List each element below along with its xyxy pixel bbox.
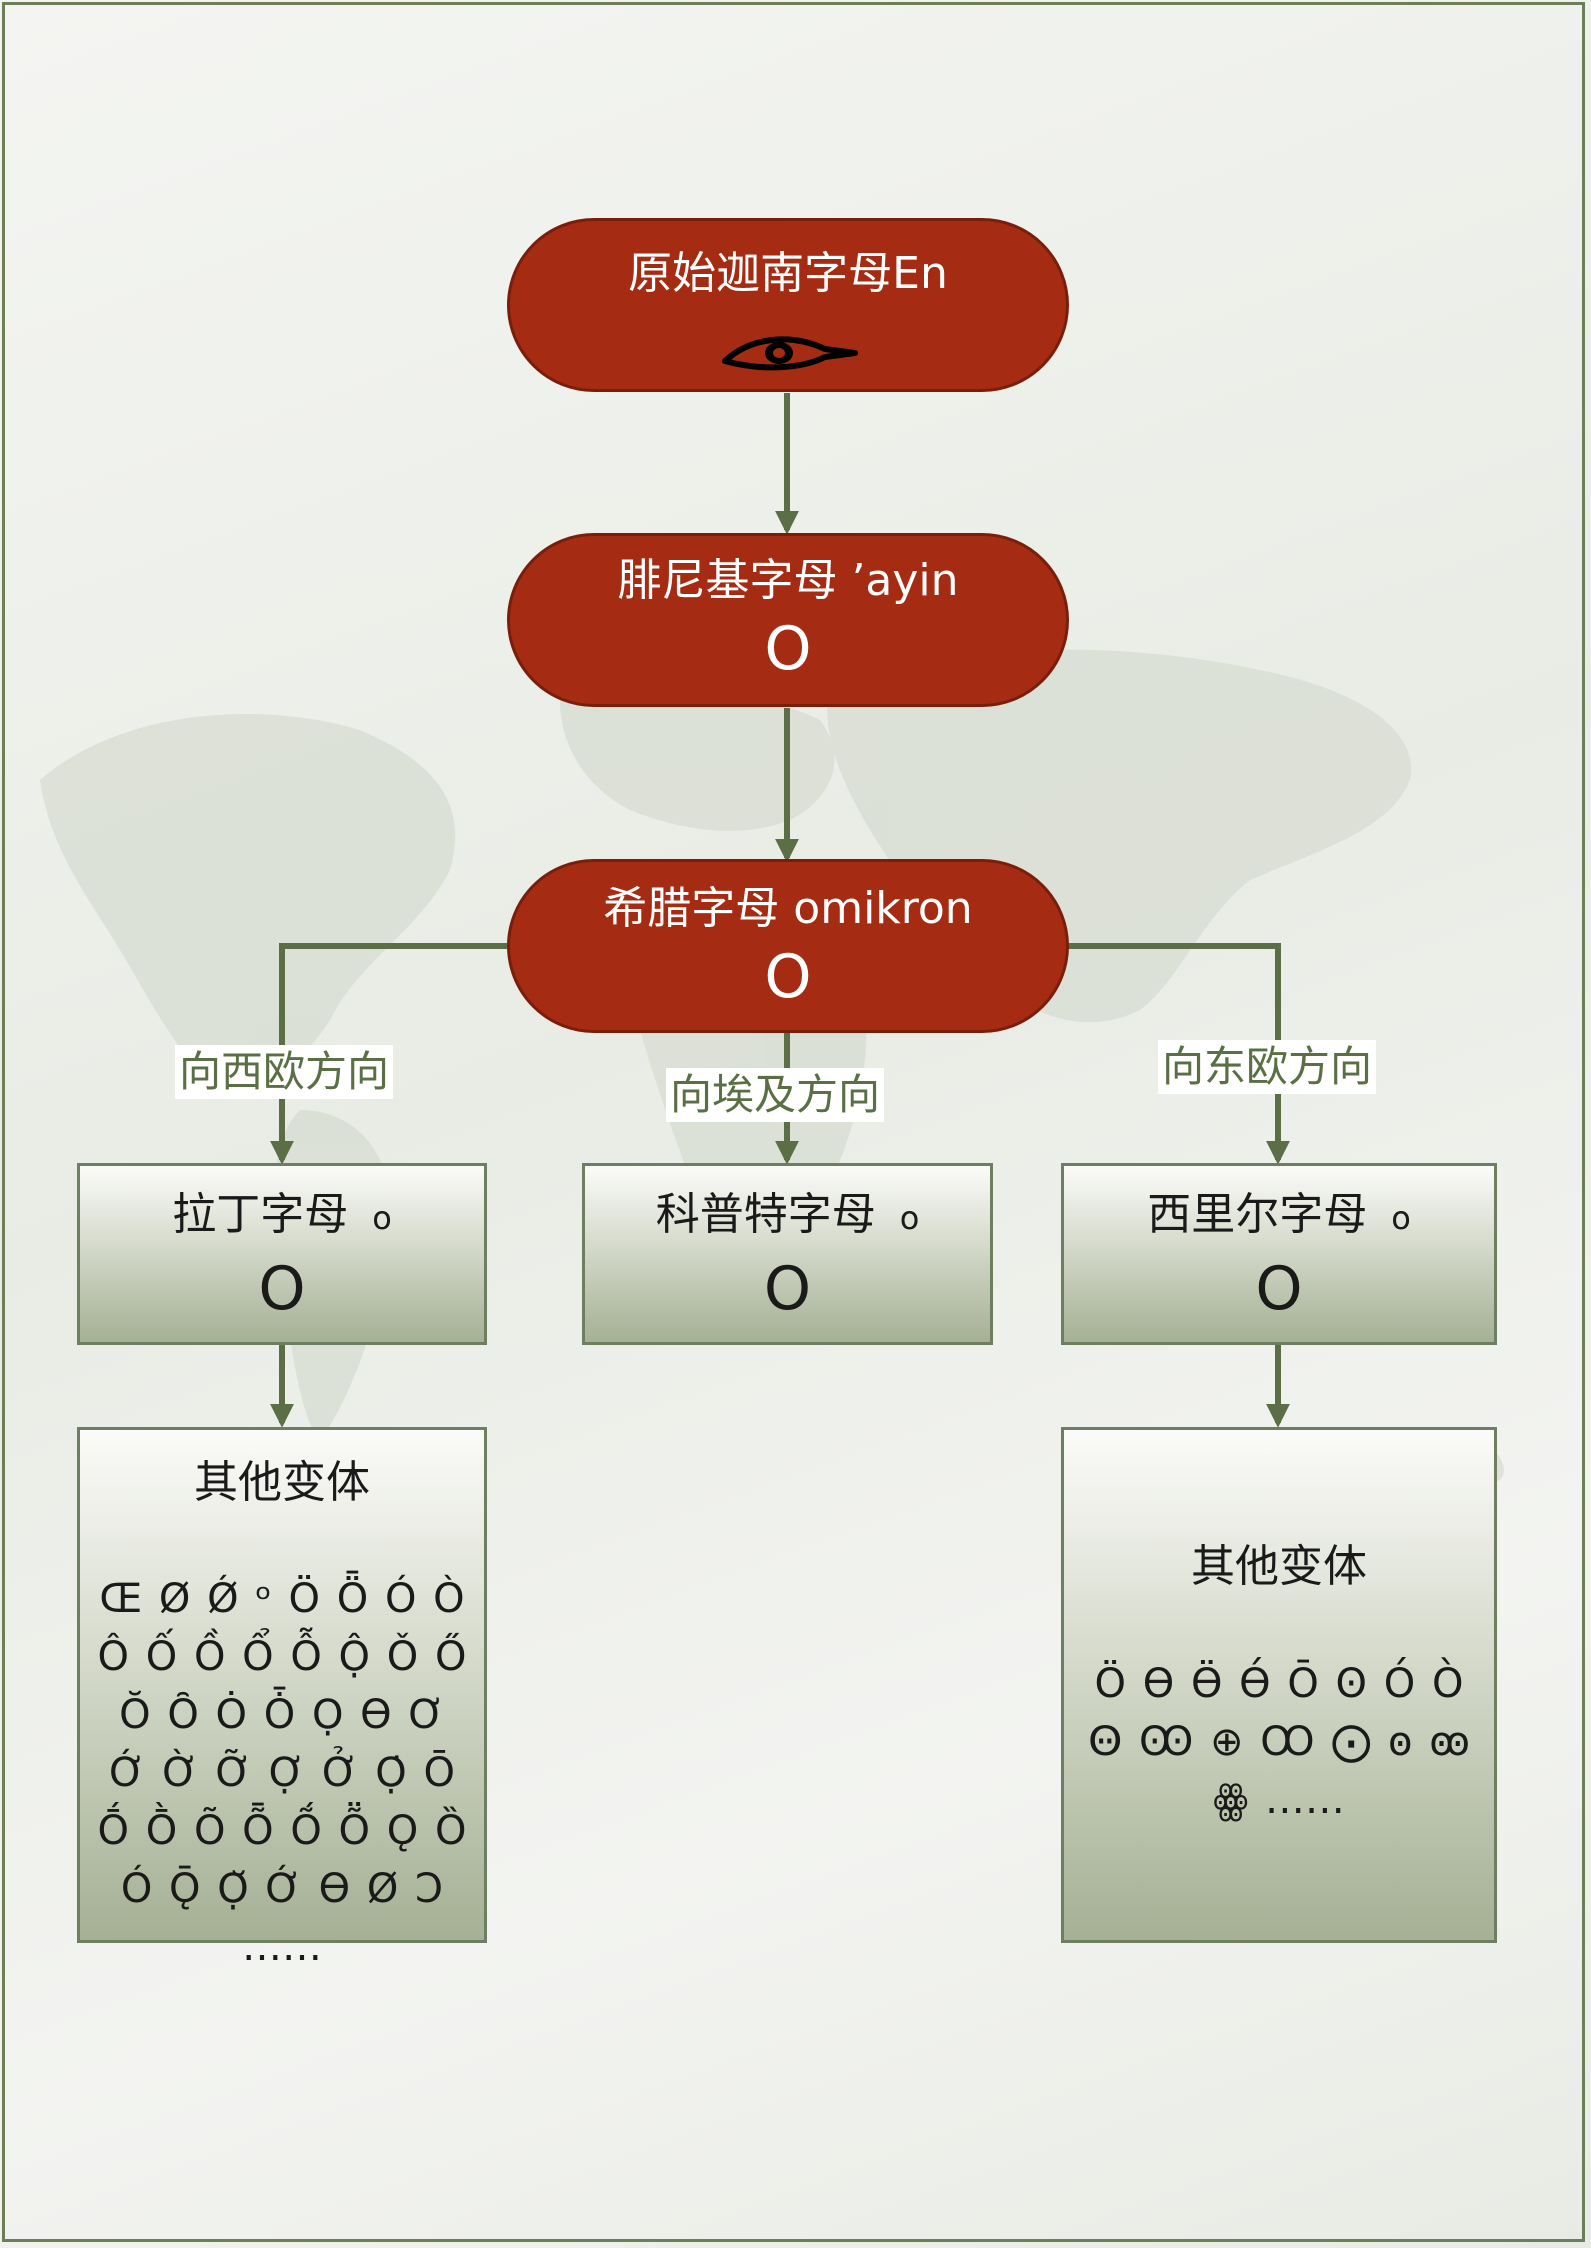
node-title: 拉丁字母 o xyxy=(80,1188,484,1245)
node-title-small: o xyxy=(899,1199,920,1237)
variant-characters: Œ Ø Ǿ ᵒ Ö Ȫ Ó Ò Ô Ố Ồ Ổ Ỗ Ộ Ǒ Ő Ŏ Ȏ Ȯ Ȱ … xyxy=(97,1576,467,1970)
node-title-text: 拉丁字母 xyxy=(172,1189,349,1240)
node-greek: 希腊字母 omikron O xyxy=(507,859,1069,1033)
node-latin-variants: 其他变体 Œ Ø Ǿ ᵒ Ö Ȫ Ó Ò Ô Ố Ồ Ổ Ỗ Ộ Ǒ Ő Ŏ Ȏ… xyxy=(77,1427,487,1970)
node-title-text: 科普特字母 xyxy=(655,1189,876,1240)
node-cyrillic-variants: 其他变体 Ӧ Ө Ӫ Ө́ О̄ Ꙩ О́ О̀ Ꙫ Ꙭ ⊕ Ꚙ ⨀ ꙩ ꙭ ꙮ… xyxy=(1061,1427,1497,1943)
node-glyph: O xyxy=(764,942,812,1012)
node-title: 科普特字母 o xyxy=(585,1188,990,1245)
edge-label-east: 向东欧方向 xyxy=(1158,1040,1377,1094)
node-glyph: O xyxy=(764,614,812,684)
variant-characters: Ӧ Ө Ӫ Ө́ О̄ Ꙩ О́ О̀ Ꙫ Ꙭ ⊕ Ꚙ ⨀ ꙩ ꙭ ꙮ …… xyxy=(1088,1661,1470,1823)
node-phoenician: 腓尼基字母 ʼayin O xyxy=(507,533,1069,707)
node-title: 其他变体 xyxy=(1191,1541,1367,1592)
node-glyph: O xyxy=(763,1254,812,1324)
node-cyrillic: 西里尔字母 o O xyxy=(1061,1163,1497,1345)
node-proto-canaanite: 原始迦南字母En xyxy=(507,218,1069,392)
node-latin: 拉丁字母 o O xyxy=(77,1163,487,1345)
edge-label-egypt: 向埃及方向 xyxy=(666,1068,885,1122)
node-title: 原始迦南字母En xyxy=(628,248,948,299)
edge-label-west: 向西欧方向 xyxy=(175,1045,394,1099)
node-coptic: 科普特字母 o O xyxy=(582,1163,993,1345)
node-title: 西里尔字母 o xyxy=(1064,1188,1494,1245)
node-title-small: o xyxy=(1391,1199,1411,1237)
node-title-text: 西里尔字母 xyxy=(1147,1189,1368,1240)
node-title-small: o xyxy=(372,1199,392,1237)
node-title: 希腊字母 omikron xyxy=(603,883,973,934)
node-title: 其他变体 xyxy=(194,1457,370,1508)
eye-pictograph-icon xyxy=(722,336,858,371)
node-title: 腓尼基字母 ʼayin xyxy=(617,555,959,606)
node-glyph: O xyxy=(1255,1254,1303,1324)
node-glyph: O xyxy=(258,1254,306,1324)
